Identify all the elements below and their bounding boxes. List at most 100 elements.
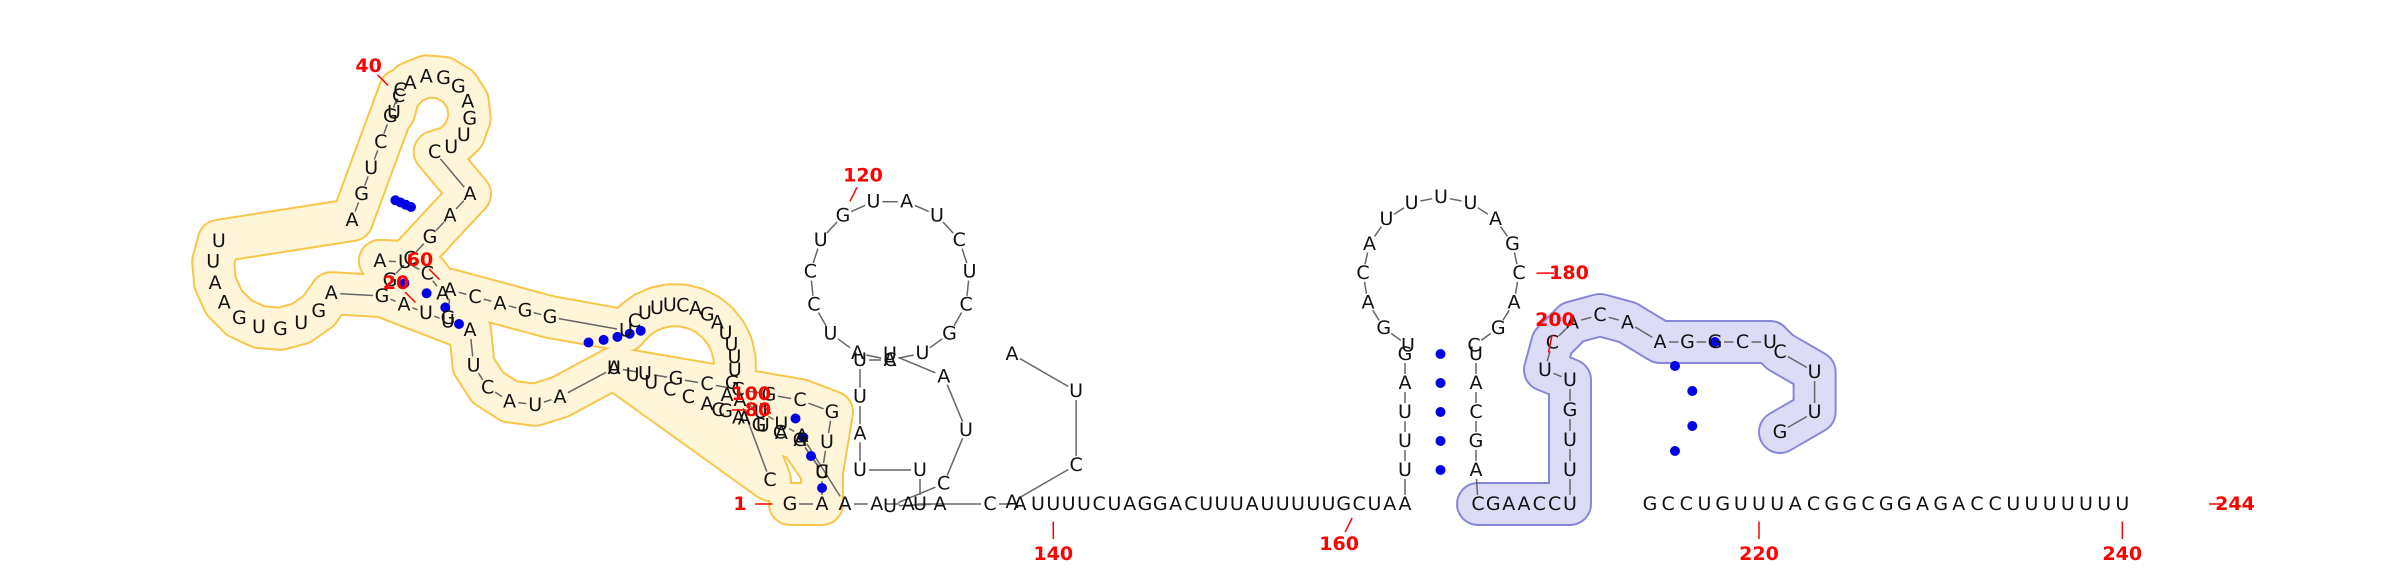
backbone-connectors [340,98,1816,507]
base-pair-dot [1687,386,1698,396]
nucleotide: A [1489,208,1502,230]
nucleotide: C [953,229,966,251]
nucleotide: A [775,422,788,444]
backbone-link [435,221,445,231]
nucleotide: A [444,279,457,301]
base-pair-dot [1435,378,1446,388]
nucleotide: U [663,294,677,316]
nucleotide: U [774,413,788,435]
nucleotide: G [383,105,398,127]
backbone-link [768,415,774,421]
nucleotide: G [451,76,466,98]
nucleotide: A [420,65,433,87]
backbone-link [742,408,768,472]
nucleotide: A [398,294,411,316]
nucleotide: U [853,459,867,481]
nucleotide: U [1434,186,1448,208]
nucleotide: A [1169,493,1182,515]
nucleotide: U [719,322,733,344]
nucleotide: C [393,79,406,101]
nucleotide: C [883,349,896,371]
nucleotide: G [762,384,777,406]
nucleotide: U [2025,493,2039,515]
nucleotide: G [1715,493,1730,515]
backbone-link [898,354,914,359]
base-pair-dot [440,302,451,313]
position-label: 180 [1549,262,1589,284]
nucleotide: A [734,389,747,411]
nucleotide: U [913,459,927,481]
backbone-link [412,307,418,311]
backbone-link [1475,478,1479,496]
nucleotide: U [1398,401,1412,423]
nucleotide: A [1508,292,1521,314]
nucleotide: U [820,431,834,453]
nucleotide: G [1879,493,1894,515]
nucleotide: U [883,343,897,365]
nucleotide: A [854,422,867,444]
nucleotide: U [824,323,838,345]
nucleotide: G [669,368,684,390]
backbone-link [812,248,819,264]
backbone-link [914,204,930,213]
nucleotide: A [1502,493,1515,515]
nucleotide: G [273,318,288,340]
nucleotide: A [1383,493,1396,515]
backbone-link [837,338,851,349]
base-pair-dot [1435,349,1446,359]
nucleotide: G [1680,331,1695,353]
nucleotide: C [628,310,641,332]
backbone-link [373,150,379,160]
position-tick [849,186,858,202]
backbone-link [826,221,838,234]
nucleotide: A [346,209,359,231]
backbone-link [822,450,827,464]
backbone-link [1364,252,1369,265]
base-pair-dot [1435,436,1446,446]
backbone-link [715,384,730,389]
nucleotide: A [1916,493,1929,515]
backbone-link [483,298,492,302]
domain-2-highlight-fill [1458,295,1835,524]
base-pair-dots [390,195,1720,493]
nucleotide: G [1491,317,1506,339]
nucleotide: A [404,72,417,94]
backbone-link [558,317,618,330]
nucleotide: U [2006,493,2020,515]
backbone-link [898,356,936,374]
nucleotide: C [711,399,724,421]
nucleotide: G [1376,317,1391,339]
nucleotide: C [731,378,744,400]
nucleotide: A [373,250,386,272]
nucleotide: U [756,415,770,437]
backbone-link [1390,332,1402,342]
backbone-link [1558,328,1567,337]
nucleotide: G [462,108,477,130]
nucleotide: G [436,67,451,89]
nucleotide: C [1970,493,1983,515]
nucleotide: G [752,414,767,436]
backbone-link [810,280,814,296]
nucleotide: U [814,229,828,251]
nucleotide: A [218,292,231,314]
backbone-link [1449,197,1462,202]
nucleotide: C [481,376,494,398]
nucleotide: G [354,183,369,205]
nucleotide: U [1563,429,1577,451]
base-pair-dot [1687,421,1698,431]
nucleotide: U [1463,192,1477,214]
position-label: 244 [2215,493,2255,515]
nucleotide: U [1808,401,1822,423]
backbone-link [1499,226,1509,237]
backbone-link [395,98,399,105]
backbone-link [415,243,425,253]
nucleotide: G [836,204,851,226]
nucleotide: U [1563,369,1577,391]
nucleotide: A [1006,343,1019,365]
backbone-link [494,391,503,398]
position-label: 140 [1033,543,1073,565]
nucleotide: G [825,401,840,423]
nucleotide: G [700,303,715,325]
